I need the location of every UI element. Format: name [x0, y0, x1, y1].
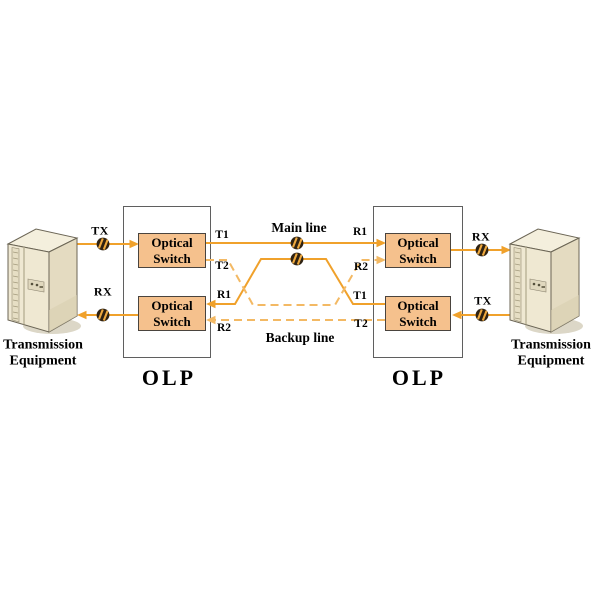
- main-line-label: Main line: [271, 220, 327, 235]
- arrow-into-left-equipment: [77, 310, 87, 320]
- fiber-connector-icon: [289, 235, 305, 251]
- olp-box-right: [373, 206, 463, 358]
- port-label-left-t1: T1: [215, 229, 229, 241]
- rx-label-right: RX: [471, 229, 491, 244]
- port-label-left-r1: R1: [216, 289, 232, 301]
- port-label-right-r2: R2: [353, 261, 369, 273]
- optical-switch-right-bottom: Optical Switch: [385, 296, 451, 331]
- transmission-equipment-label-right: Transmission Equipment: [511, 337, 591, 369]
- optical-switch-right-top: Optical Switch: [385, 233, 451, 268]
- transmission-equipment-label-left: Transmission Equipment: [3, 337, 83, 369]
- server-tower-left-image: [7, 228, 82, 335]
- port-label-right-t2: T2: [354, 318, 368, 330]
- olp-title-left: OLP: [141, 365, 197, 390]
- optical-switch-left-top: Optical Switch: [138, 233, 206, 268]
- port-label-right-r1: R1: [352, 226, 368, 238]
- tx-label-left: TX: [91, 223, 109, 238]
- port-label-left-r2: R2: [216, 322, 232, 334]
- fiber-connector-icon: [289, 251, 305, 267]
- fiber-connector-icon: [474, 307, 490, 323]
- backup-t2-r2-wire: [206, 259, 377, 306]
- server-tower-right-image: [509, 228, 584, 335]
- fiber-connector-icon: [95, 307, 111, 323]
- arrow-into-right-equipment: [501, 245, 511, 255]
- tx-label-right: TX: [474, 293, 492, 308]
- rx-label-left: RX: [93, 284, 113, 299]
- port-label-left-t2: T2: [215, 260, 229, 272]
- olp-box-left: [123, 206, 211, 358]
- fiber-connector-icon: [474, 242, 490, 258]
- olp-title-right: OLP: [391, 365, 447, 390]
- fiber-connector-icon: [95, 236, 111, 252]
- optical-switch-left-bottom: Optical Switch: [138, 296, 206, 331]
- port-label-right-t1: T1: [353, 290, 367, 302]
- backup-line-label: Backup line: [265, 330, 335, 345]
